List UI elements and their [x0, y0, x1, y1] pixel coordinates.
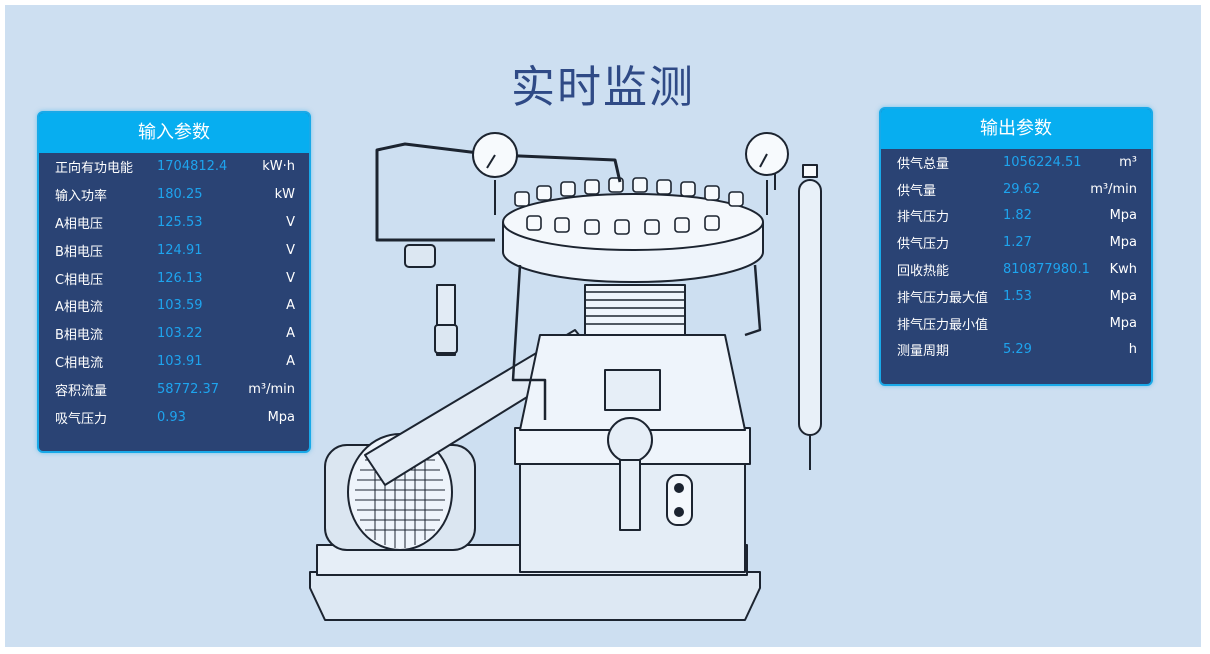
input-row: 容积流量 58772.37 m³/min: [39, 375, 309, 403]
param-value: 5.29: [1003, 342, 1032, 358]
input-row: C相电压 126.13 V: [39, 264, 309, 292]
input-row: 正向有功电能 1704812.4 kW·h: [39, 153, 309, 181]
output-row: 排气压力最大值 1.53 Mpa: [881, 283, 1151, 310]
output-row: 测量周期 5.29 h: [881, 337, 1151, 364]
param-label: 吸气压力: [55, 411, 108, 427]
param-unit: h: [1128, 342, 1137, 358]
input-panel-header: 输入参数: [39, 113, 309, 153]
param-label: 供气量: [897, 183, 937, 199]
input-row: A相电流 103.59 A: [39, 292, 309, 320]
param-value: 125.53: [157, 214, 203, 230]
param-unit: kW: [274, 187, 295, 203]
param-unit: Kwh: [1109, 262, 1137, 278]
param-value: 1.53: [1003, 288, 1032, 304]
param-label: 测量周期: [897, 344, 950, 360]
param-value: 103.59: [157, 298, 203, 314]
param-value: 1.27: [1003, 235, 1032, 251]
param-label: 排气压力: [897, 210, 950, 226]
param-label: 排气压力最大值: [897, 290, 989, 306]
param-unit: m³/min: [248, 381, 295, 397]
input-row: B相电压 124.91 V: [39, 236, 309, 264]
param-unit: m³: [1119, 154, 1137, 170]
param-label: C相电流: [55, 355, 104, 371]
param-value: 0.93: [157, 409, 186, 425]
param-value: 1.82: [1003, 208, 1032, 224]
input-row: 输入功率 180.25 kW: [39, 181, 309, 209]
param-unit: A: [286, 353, 295, 369]
param-label: 输入功率: [55, 189, 108, 205]
param-label: B相电压: [55, 244, 103, 260]
param-unit: V: [286, 270, 295, 286]
param-value: 1704812.4: [157, 159, 228, 175]
param-value: 29.62: [1003, 181, 1041, 197]
output-params-panel: 输出参数 供气总量 1056224.51 m³ 供气量 29.62 m³/min 排气压…: [879, 107, 1153, 386]
param-label: 容积流量: [55, 383, 108, 399]
param-label: 回收热能: [897, 264, 950, 280]
param-label: 供气压力: [897, 237, 950, 253]
param-label: 正向有功电能: [55, 161, 134, 177]
param-value: 126.13: [157, 270, 203, 286]
output-row: 回收热能 810877980.1 Kwh: [881, 256, 1151, 283]
param-unit: Mpa: [1109, 208, 1137, 224]
param-unit: kW·h: [262, 159, 295, 175]
compressor-illustration-icon: [309, 132, 822, 621]
param-value: 1056224.51: [1003, 154, 1082, 170]
param-unit: Mpa: [1109, 235, 1137, 251]
param-label: C相电压: [55, 272, 104, 288]
param-unit: A: [286, 298, 295, 314]
param-label: 供气总量: [897, 156, 950, 172]
param-unit: Mpa: [1109, 315, 1137, 331]
input-row: B相电流 103.22 A: [39, 320, 309, 348]
output-row: 排气压力最小值 Mpa: [881, 310, 1151, 337]
param-label: B相电流: [55, 328, 103, 344]
param-value: 103.22: [157, 326, 203, 342]
param-value: 180.25: [157, 187, 203, 203]
param-unit: A: [286, 326, 295, 342]
page-title: 实时监测: [511, 62, 695, 113]
input-row: A相电压 125.53 V: [39, 209, 309, 237]
input-row: C相电流 103.91 A: [39, 348, 309, 376]
param-label: A相电流: [55, 300, 103, 316]
output-row: 排气压力 1.82 Mpa: [881, 203, 1151, 230]
param-unit: V: [286, 214, 295, 230]
input-row: 吸气压力 0.93 Mpa: [39, 403, 309, 431]
param-label: A相电压: [55, 216, 103, 232]
param-unit: Mpa: [267, 409, 295, 425]
param-unit: Mpa: [1109, 288, 1137, 304]
param-value: 58772.37: [157, 381, 220, 397]
param-value: 124.91: [157, 242, 203, 258]
input-params-panel: 输入参数 正向有功电能 1704812.4 kW·h 输入功率 180.25 kW A相…: [37, 111, 311, 453]
param-value: 810877980.1: [1003, 262, 1090, 278]
param-unit: m³/min: [1090, 181, 1137, 197]
output-row: 供气压力 1.27 Mpa: [881, 229, 1151, 256]
param-value: 103.91: [157, 353, 203, 369]
monitor-stage: 实时监测 输入参数 正向有功电能 1704812.4 kW·h 输入功率 180.25…: [5, 5, 1201, 647]
output-row: 供气总量 1056224.51 m³: [881, 149, 1151, 176]
param-unit: V: [286, 242, 295, 258]
output-panel-header: 输出参数: [881, 109, 1151, 149]
param-label: 排气压力最小值: [897, 317, 989, 333]
output-row: 供气量 29.62 m³/min: [881, 176, 1151, 203]
